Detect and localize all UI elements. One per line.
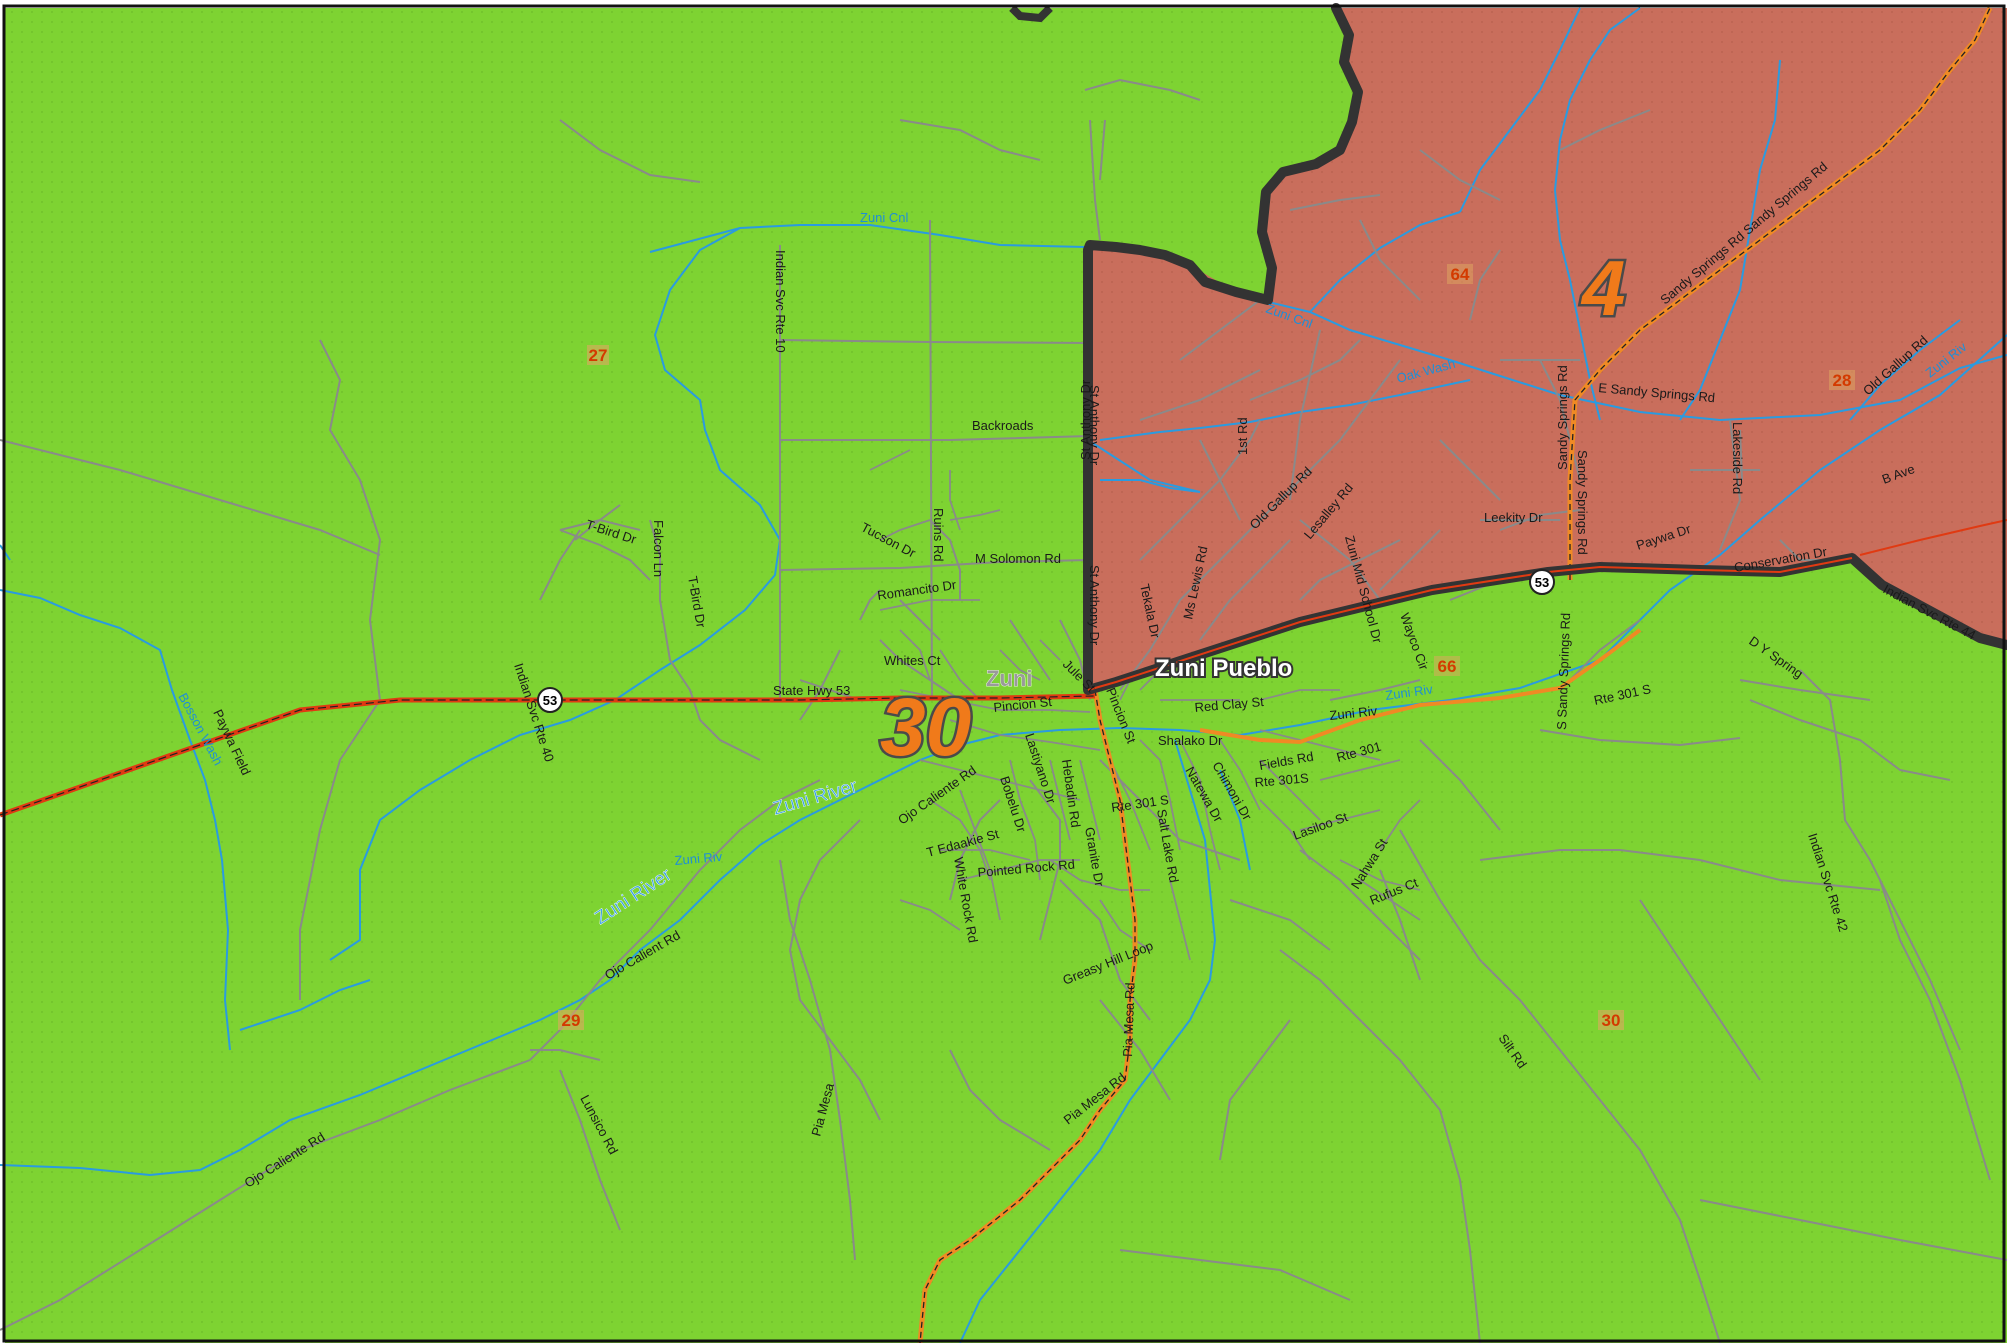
road-label: Sandy Springs Rd xyxy=(1555,365,1570,470)
tract-27-label[interactable]: 27 xyxy=(589,346,608,365)
road-label: Sandy Springs Rd xyxy=(1575,450,1590,555)
shield-label: 53 xyxy=(543,693,557,708)
road-label: Backroads xyxy=(972,418,1034,433)
shield-label: 53 xyxy=(1535,575,1549,590)
road-label: Indian Svc Rte 10 xyxy=(773,250,788,353)
road-label: Pincion St xyxy=(993,694,1053,715)
road-label: Red Clay St xyxy=(1194,694,1265,715)
road-label: Whites Ct xyxy=(884,653,941,668)
road-label: St Anthony Dr xyxy=(1087,565,1102,646)
road-label: M Solomon Rd xyxy=(975,551,1061,566)
tract-29-label[interactable]: 29 xyxy=(562,1011,581,1030)
tract-64-label[interactable]: 64 xyxy=(1451,265,1470,284)
road-label: Zuni Riv xyxy=(1329,703,1378,723)
tract-28-label[interactable]: 28 xyxy=(1833,371,1852,390)
pia-mesa-route-core xyxy=(919,689,1136,1343)
district-30-label[interactable]: 30 xyxy=(878,680,974,776)
tract-66-label[interactable]: 66 xyxy=(1438,657,1457,676)
zuni-river-road xyxy=(1199,628,1642,745)
boundary-top-stub xyxy=(1009,5,1053,23)
map-frame xyxy=(2,4,2006,1343)
tract-labels: 27 64 28 66 29 30 xyxy=(558,264,1855,1030)
east-red-line xyxy=(1859,519,2007,556)
road-label: Leekity Dr xyxy=(1484,510,1543,525)
zuni-pueblo-label[interactable]: Zuni Pueblo xyxy=(1153,653,1294,684)
zuni-riv-east-label: Zuni Riv xyxy=(1384,681,1434,703)
district-4-texture xyxy=(1088,8,2007,690)
road-label: St Anthony Dr xyxy=(1078,379,1093,460)
zuni-label[interactable]: Zuni xyxy=(986,666,1033,692)
road-label: Pia Mesa Rd xyxy=(1120,982,1138,1057)
road-label: State Hwy 53 xyxy=(773,683,850,698)
road-label: St Anthony Dr xyxy=(1087,385,1102,466)
road-label: Shalako Dr xyxy=(1158,733,1223,748)
district-4-label[interactable]: 4 xyxy=(1578,242,1628,335)
road-label: Lakeside Rd xyxy=(1730,422,1745,494)
road-label: S Sandy Springs Rd xyxy=(1554,613,1573,731)
road-label: Falcon Ln xyxy=(651,520,666,577)
tract-30-label[interactable]: 30 xyxy=(1602,1011,1621,1030)
water-features xyxy=(0,7,2007,1343)
zuni-riv-sw-label: Zuni Riv xyxy=(674,849,723,868)
road-label: Ruins Rd xyxy=(931,508,946,561)
sandy-springs-route-core xyxy=(1569,7,1991,580)
road-label: Rte 301S xyxy=(1254,770,1310,790)
hwy-53-shield-east[interactable]: 53 xyxy=(1529,569,1555,595)
zuni-cnl-label: Zuni Cnl xyxy=(860,210,909,225)
road-label: 1st Rd xyxy=(1235,417,1250,455)
hwy-53-shield-west[interactable]: 53 xyxy=(537,687,563,713)
